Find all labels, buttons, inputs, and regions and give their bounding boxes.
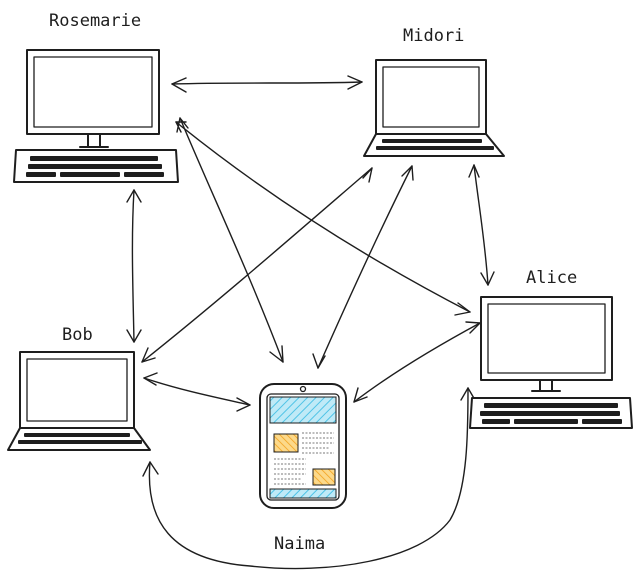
naima-phone-icon: Naima [259, 383, 347, 554]
alice-label: Alice [526, 268, 577, 288]
midori-label: Midori [403, 26, 464, 46]
arrow-alice-naima [353, 322, 481, 403]
arrow-bob-naima [143, 377, 251, 406]
arrow-midori-alice [473, 164, 489, 286]
connection-arrows [126, 75, 495, 570]
bob-label: Bob [62, 325, 93, 345]
arrow-bob-alice [148, 387, 469, 570]
bob-laptop-icon: Bob [7, 325, 151, 451]
arrow-midori-bob [141, 167, 373, 363]
arrow-rosemarie-midori [171, 81, 363, 85]
alice-desktop-icon: Alice [469, 268, 633, 429]
arrowheads [126, 75, 495, 477]
arrow-rosemarie-bob [131, 189, 135, 343]
arrow-rosemarie-naima [179, 117, 284, 363]
midori-laptop-icon: Midori [363, 26, 505, 157]
arrow-midori-naima [317, 165, 413, 369]
phone-text-lines [274, 432, 334, 485]
naima-label: Naima [274, 534, 325, 554]
rosemarie-label: Rosemarie [49, 11, 141, 31]
rosemarie-desktop-icon: Rosemarie [13, 11, 179, 183]
arrow-rosemarie-alice [175, 121, 471, 313]
